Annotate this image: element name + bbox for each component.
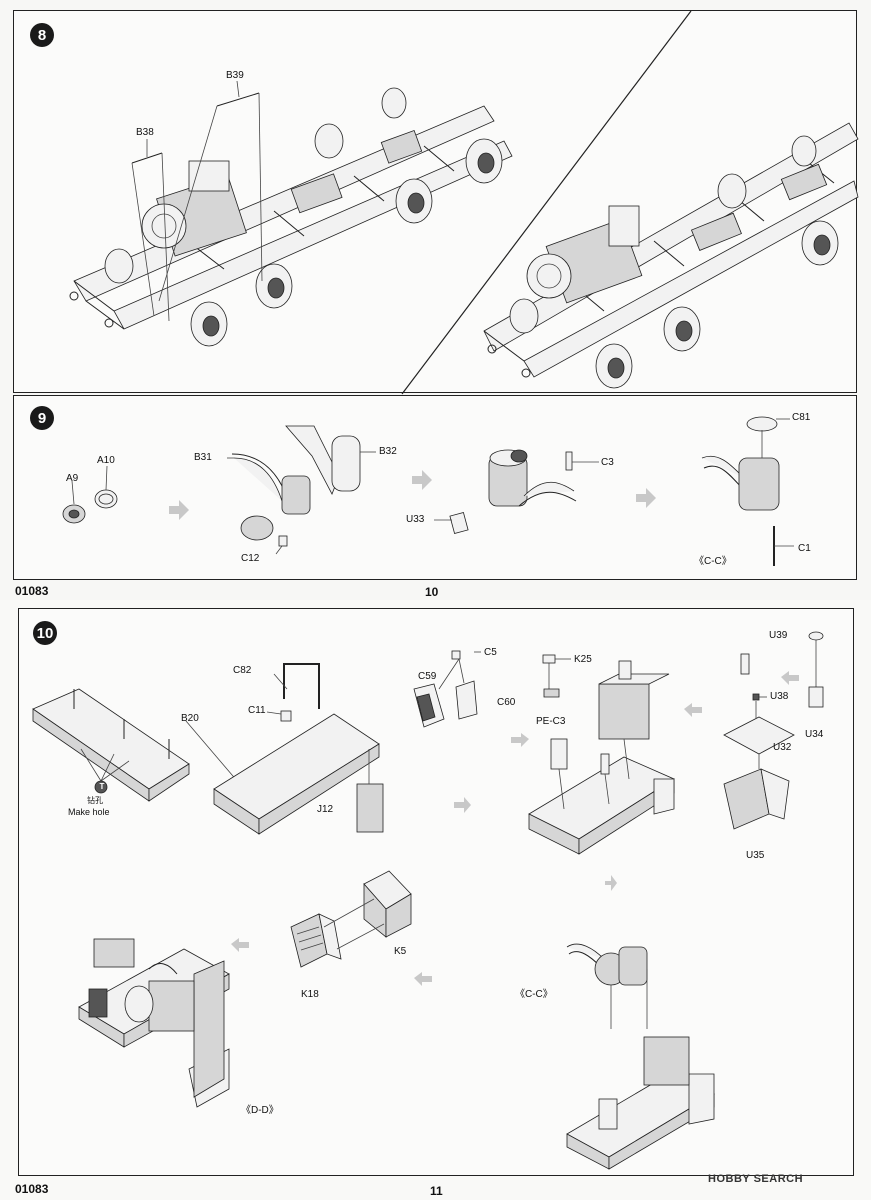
make-hole-marker: T [99, 782, 105, 791]
chassis-drawing-right [483, 122, 859, 389]
part-label-k25: K25 [574, 654, 592, 665]
part-label-u38: U38 [770, 691, 789, 702]
part-label-k5: K5 [394, 946, 407, 957]
watermark: HOBBY SEARCH [708, 1173, 803, 1185]
watermark-text: HOBBY SEARCH [708, 1173, 804, 1185]
part-label-j12: J12 [317, 804, 334, 815]
instruction-page-10: 8 [13, 10, 859, 599]
part-label-c11: C11 [248, 705, 266, 716]
product-code: 01083 [15, 1182, 49, 1196]
part-label-c59: C59 [418, 671, 437, 682]
step-8-panel: 8 [13, 10, 859, 395]
part-label-u32: U32 [773, 742, 792, 753]
page-number: 11 [430, 1184, 443, 1198]
air-filter-assembly-drawing [62, 416, 794, 566]
page-number: 10 [425, 585, 439, 599]
part-label-b20: B20 [181, 713, 199, 724]
part-label-b38: B38 [136, 127, 154, 138]
part-label-a9: A9 [66, 473, 79, 484]
part-label-c81: C81 [792, 412, 811, 423]
part-label-c12: C12 [241, 553, 260, 564]
step-9-panel: 9 [13, 395, 857, 580]
part-label-u39: U39 [769, 630, 788, 641]
part-label-k18: K18 [301, 989, 319, 1000]
part-label-c3: C3 [601, 457, 614, 468]
step-arrow [231, 938, 249, 952]
step-arrow [605, 875, 617, 891]
make-hole-label: Make hole [68, 807, 110, 817]
part-label-b39: B39 [226, 70, 244, 81]
part-label-a10: A10 [97, 455, 115, 466]
step-arrow [511, 733, 529, 747]
part-label-pe-c3: PE-C3 [536, 716, 566, 727]
subassembly-dd-label: 《D-D》 [241, 1105, 279, 1116]
step-10-number: 10 [33, 621, 57, 645]
subassembly-cc-label: 《C-C》 [694, 556, 732, 567]
step-arrow [414, 972, 432, 986]
part-label-u34: U34 [805, 729, 824, 740]
part-label-c82: C82 [233, 665, 252, 676]
part-label-b31: B31 [194, 452, 212, 463]
part-label-u33: U33 [406, 514, 425, 525]
step-arrow [169, 500, 189, 520]
instruction-page-11: 10 [0, 600, 871, 1200]
step-arrow [781, 671, 799, 685]
step-8-number: 8 [30, 23, 54, 47]
step-arrow [412, 470, 432, 490]
subassembly-cc-label: 《C-C》 [515, 989, 553, 1000]
part-label-c1: C1 [798, 543, 811, 554]
part-label-c60: C60 [497, 697, 516, 708]
step-arrow [454, 797, 471, 813]
part-label-u35: U35 [746, 850, 765, 861]
step-9-number: 9 [30, 406, 54, 430]
part-label-c5: C5 [484, 647, 497, 658]
step-arrow [636, 488, 656, 508]
step-10-panel: 10 [18, 608, 854, 1176]
make-hole-chinese: 钻孔 [87, 796, 103, 805]
step-arrow [684, 703, 702, 717]
product-code: 01083 [15, 584, 49, 598]
chassis-drawing-left [69, 10, 692, 395]
part-label-b32: B32 [379, 446, 397, 457]
tray-assembly-drawing [32, 631, 824, 1170]
